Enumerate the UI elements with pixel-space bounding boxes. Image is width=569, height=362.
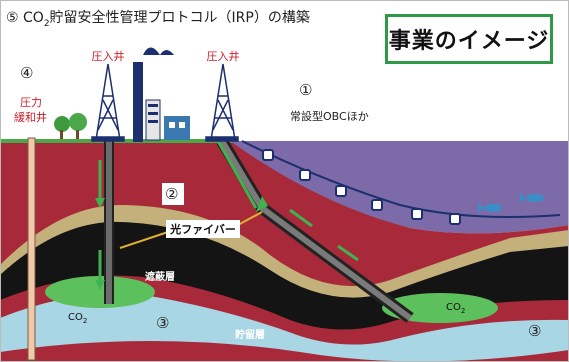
bottom-rock [0,341,569,362]
label-optical-fiber: 光ファイバー [169,222,236,236]
label-permanent-obc: 常設型OBCほか [290,109,369,123]
label-num3-left: ③ [156,314,169,332]
page-title: ⑤ CO2貯留安全性管理プロトコル（IRP）の構築 [6,10,310,29]
pressure-relief-well [27,137,36,361]
fiber-pointer-right [235,211,263,227]
label-num2: ② [165,185,178,203]
sea [230,141,569,234]
co2-plume-left [45,276,155,308]
obc-cable [241,140,561,219]
factory-icon [133,47,190,142]
project-image-badge: 事業のイメージ [385,14,553,64]
label-pressure-relief-2: 緩和井 [14,110,47,124]
label-injection-well-right: 圧入井 [207,49,240,63]
obc-nodes [262,149,461,225]
fish-icon [478,193,544,213]
fiber-pointer-left [119,231,169,249]
label-storage-layer: 貯留層 [235,328,265,341]
label-co2-left: CO2 [68,312,87,325]
label-num1: ① [299,81,312,99]
label-num3-right: ③ [528,322,541,340]
label-injection-well-left: 圧入井 [92,49,125,63]
optical-fiber-box [166,220,240,238]
derrick-left-icon [91,63,125,142]
label-co2-right: CO2 [446,302,465,315]
label-num4: ④ [20,64,33,82]
trees-icon [54,113,87,139]
label-seal-layer: 遮蔽層 [145,270,175,283]
derrick-right-icon [205,63,239,142]
label-pressure-relief-1: 圧力 [20,96,42,109]
